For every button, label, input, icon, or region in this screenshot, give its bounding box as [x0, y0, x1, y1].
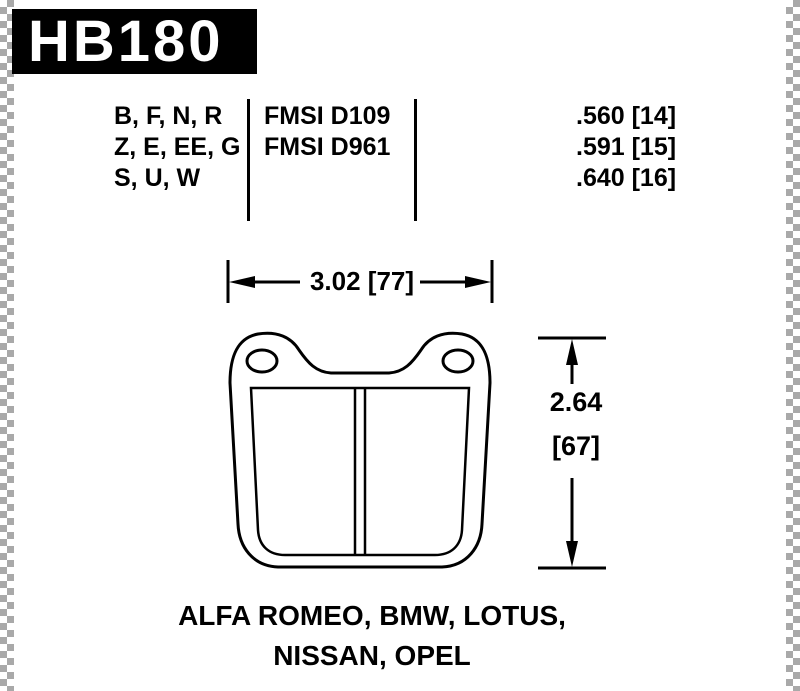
fmsi-column: FMSI D109 FMSI D961 — [264, 101, 390, 163]
up-arrowhead-icon — [566, 339, 578, 365]
pad-thickness-column: .560 [14] .591 [15] .640 [16] — [576, 101, 676, 194]
fmsi-row: FMSI D109 — [264, 102, 391, 130]
compound-codes-row: Z, E, EE, G — [114, 133, 241, 161]
brake-pad-drawing — [228, 331, 492, 569]
left-mounting-hole — [245, 348, 279, 374]
table-column-divider — [414, 99, 417, 221]
pad-thickness-row: .640 [16] — [576, 164, 677, 192]
pad-thickness-row: .560 [14] — [576, 102, 677, 130]
pad-outer-outline — [228, 331, 492, 569]
width-dimension-label: 3.02 [77] — [309, 266, 415, 296]
compound-codes-row: S, U, W — [114, 164, 201, 192]
left-arrowhead-icon — [229, 276, 255, 288]
applications-line-1: ALFA ROMEO, BMW, LOTUS, — [178, 600, 566, 631]
compound-codes-row: B, F, N, R — [114, 102, 223, 130]
height-dimension-arrows — [538, 336, 606, 570]
width-dimension-arrows — [226, 260, 494, 303]
vehicle-applications: ALFA ROMEO, BMW, LOTUS, NISSAN, OPEL — [0, 596, 744, 676]
part-number-text: HB180 — [28, 9, 224, 74]
friction-material-outline — [249, 386, 471, 557]
table-column-divider — [247, 99, 250, 221]
right-mounting-hole — [441, 348, 475, 374]
applications-line-2: NISSAN, OPEL — [273, 640, 471, 671]
down-arrowhead-icon — [566, 541, 578, 567]
height-dimension-label-mm: [67] — [551, 431, 600, 461]
right-filmstrip-edge — [786, 0, 800, 691]
right-arrowhead-icon — [465, 276, 491, 288]
fmsi-row: FMSI D961 — [264, 133, 391, 161]
left-filmstrip-edge — [0, 0, 14, 691]
pad-thickness-row: .591 [15] — [576, 133, 677, 161]
part-number-plate: HB180 — [12, 9, 257, 74]
compound-codes-column: B, F, N, R Z, E, EE, G S, U, W — [114, 101, 240, 194]
height-dimension-label-inches: 2.64 — [549, 387, 603, 417]
